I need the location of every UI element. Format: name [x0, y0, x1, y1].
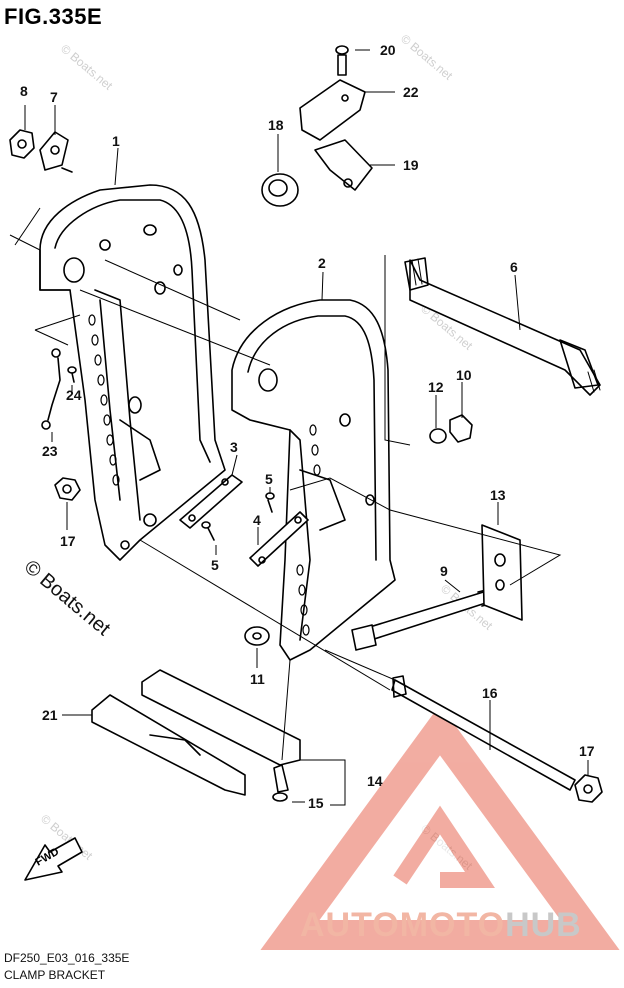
callout-10: 10: [456, 367, 472, 383]
tilt-tube: [404, 257, 601, 396]
plate-7: [39, 131, 73, 173]
callout-12: 12: [428, 379, 444, 395]
long-bolt: [391, 675, 576, 791]
callout-7: 7: [50, 89, 58, 105]
callout-14: 14: [367, 773, 383, 789]
plate-4: [249, 511, 309, 567]
grommet-18: [261, 173, 299, 207]
leader-lines: [9, 49, 589, 806]
nut-17-right: [574, 774, 603, 803]
callout-3: 3: [230, 439, 238, 455]
callout-13: 13: [490, 487, 506, 503]
screw-5a: [265, 492, 275, 513]
callout-labels: 20 22 8 7 18 19 1 2 6 24 12 10 23 3 5 13…: [20, 42, 595, 811]
callout-17b: 17: [579, 743, 595, 759]
brand-part-1: AUTOMOTO: [300, 906, 506, 944]
callout-15: 15: [308, 795, 324, 811]
nut-10: [449, 414, 473, 443]
brand-logo-triangle: [260, 704, 620, 950]
callout-5: 5: [265, 471, 273, 487]
brand-wordmark: AUTOMOTOHUB: [300, 906, 582, 945]
callout-24: 24: [66, 387, 82, 403]
plate-3: [179, 474, 243, 529]
callout-4: 4: [253, 512, 261, 528]
right-clamp-bracket: [231, 299, 396, 661]
nut-17-left: [54, 477, 81, 501]
brand-part-2: HUB: [505, 906, 582, 944]
callout-20: 20: [380, 42, 396, 58]
watermark-text: © Boats.net: [398, 32, 456, 84]
figure-code: DF250_E03_016_335E: [4, 951, 130, 965]
anode-bar-21: [91, 694, 246, 796]
callout-22: 22: [403, 84, 419, 100]
screw-24: [67, 366, 77, 383]
callout-18: 18: [268, 117, 284, 133]
ground-wire-23: [41, 348, 61, 430]
nut-8: [9, 129, 35, 159]
callout-1: 1: [112, 133, 120, 149]
bracket-22: [299, 79, 366, 141]
callout-17: 17: [60, 533, 76, 549]
plate: [481, 524, 523, 621]
callout-8: 8: [20, 83, 28, 99]
callout-19: 19: [403, 157, 419, 173]
callout-11: 11: [250, 671, 265, 687]
figure-title: FIG.335E: [4, 4, 103, 29]
bracket-19: [314, 139, 373, 191]
left-clamp-bracket: [39, 184, 226, 561]
callout-9: 9: [440, 563, 448, 579]
callout-23: 23: [42, 443, 58, 459]
figure-name: CLAMP BRACKET: [4, 968, 106, 982]
callout-2: 2: [318, 255, 326, 271]
callout-5b: 5: [211, 557, 219, 573]
screw-5b: [201, 521, 215, 541]
bolt-20: [335, 45, 349, 76]
callout-21: 21: [42, 707, 58, 723]
watermark-text: © Boats.net: [58, 42, 116, 94]
washer-12: [429, 428, 447, 444]
washer-11: [244, 626, 270, 646]
tilt-pin-bolt: [351, 587, 499, 651]
fwd-arrow-icon: [24, 837, 83, 881]
callout-16: 16: [482, 685, 498, 701]
bolt-15: [272, 764, 289, 802]
callout-6: 6: [510, 259, 518, 275]
